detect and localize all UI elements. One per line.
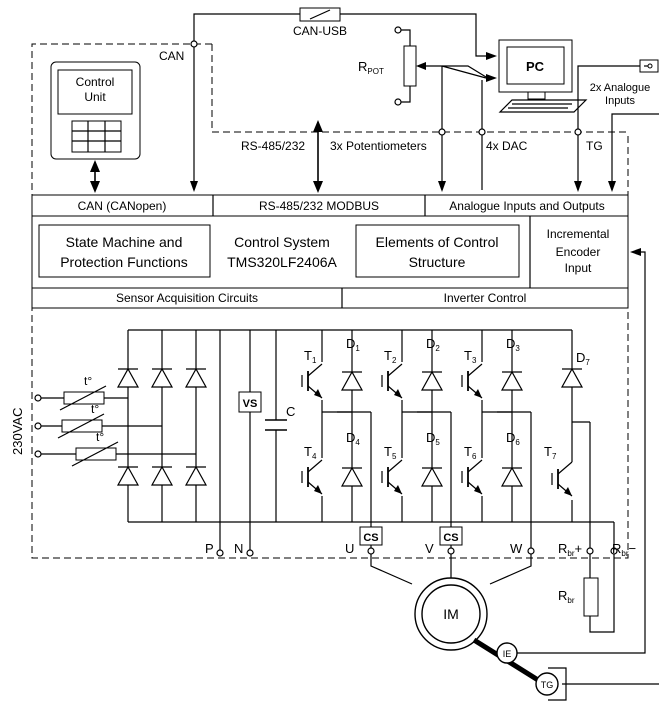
terminal-w-label: W <box>510 541 523 556</box>
bus-modbus-label: RS-485/232 MODBUS <box>259 199 379 213</box>
d3-label: D3 <box>506 336 520 353</box>
thermistor-label-1: t° <box>84 374 92 388</box>
induction-motor <box>414 577 559 696</box>
im-label: IM <box>443 606 459 622</box>
d7-label: D7 <box>576 350 590 367</box>
terminal-v-label: V <box>425 541 434 556</box>
can-label: CAN <box>159 49 184 63</box>
sensor-label: Sensor Acquisition Circuits <box>116 291 258 305</box>
ie-label: IE <box>503 649 512 659</box>
rbr-plus-label: Rbr+ <box>558 541 582 558</box>
control-unit-label-1: Control <box>76 75 115 89</box>
d2-label: D2 <box>426 336 440 353</box>
encoder-feedback-line <box>512 248 646 654</box>
dac-label: 4x DAC <box>486 139 528 153</box>
tg-label: TG <box>541 680 554 690</box>
rpot-label: RPOT <box>358 59 384 76</box>
terminal-u-label: U <box>345 541 354 556</box>
can-usb-link <box>190 7 497 192</box>
state-machine-label-2: Protection Functions <box>60 254 188 270</box>
analogue-inputs-label-2: Inputs <box>605 95 635 107</box>
d6-label: D6 <box>506 430 520 447</box>
enclosure-dashed-outline <box>31 43 629 559</box>
pc-label: PC <box>526 59 545 74</box>
can-usb-label: CAN-USB <box>293 24 347 38</box>
encoder-label-1: Incremental <box>547 227 610 241</box>
dac-line <box>478 80 486 190</box>
igbt-switches <box>298 362 584 500</box>
control-system-label-2: TMS320LF2406A <box>227 254 337 270</box>
encoder-label-3: Input <box>565 261 592 275</box>
thermistor-label-3: t° <box>96 430 104 444</box>
rs485-label: RS-485/232 <box>241 139 305 153</box>
bus-row <box>31 194 629 217</box>
state-machine-label-1: State Machine and <box>66 234 183 250</box>
d5-label: D5 <box>426 430 440 447</box>
potentiometers-label: 3x Potentiometers <box>330 139 427 153</box>
control-system-block <box>31 215 629 289</box>
inverter-label: Inverter Control <box>444 291 527 305</box>
analogue-inputs-link <box>574 59 659 192</box>
current-sensor-v-label: CS <box>443 532 458 544</box>
rs485-link <box>313 120 323 193</box>
t5-label: T5 <box>384 444 397 461</box>
t4-label: T4 <box>304 444 317 461</box>
t1-label: T1 <box>304 348 317 365</box>
d1-label: D1 <box>346 336 360 353</box>
output-terminals <box>359 526 659 701</box>
current-sensor-u-label: CS <box>363 532 378 544</box>
terminal-n-label: N <box>234 541 243 556</box>
mains-label: 230VAC <box>10 408 25 455</box>
rbr-label: Rbr <box>558 588 575 605</box>
t7-label: T7 <box>544 444 557 461</box>
potentiometer <box>394 26 497 192</box>
terminal-p-label: P <box>205 541 214 556</box>
bus-analogue-label: Analogue Inputs and Outputs <box>449 199 604 213</box>
control-unit <box>50 61 141 160</box>
vs-label: VS <box>243 398 258 410</box>
sensor-inverter-row <box>31 287 629 309</box>
control-system-label-1: Control System <box>234 234 330 250</box>
thermistor-label-2: t° <box>91 402 99 416</box>
d4-label: D4 <box>346 430 360 447</box>
elements-control-label-1: Elements of Control <box>376 234 499 250</box>
t6-label: T6 <box>464 444 477 461</box>
pc-icon <box>498 39 588 113</box>
rbr-minus-label: Rbr− <box>612 541 636 558</box>
analogue-inputs-label-1: 2x Analogue <box>590 82 651 94</box>
power-stage <box>34 329 615 557</box>
control-unit-label-2: Unit <box>84 90 106 104</box>
tg-signal-label: TG <box>586 139 603 153</box>
control-unit-bus-arrow <box>90 160 100 193</box>
t2-label: T2 <box>384 348 397 365</box>
encoder-label-2: Encoder <box>556 245 601 259</box>
t3-label: T3 <box>464 348 477 365</box>
bus-can-label: CAN (CANopen) <box>78 199 167 213</box>
capacitor-label: C <box>286 404 295 419</box>
elements-control-label-2: Structure <box>409 254 466 270</box>
